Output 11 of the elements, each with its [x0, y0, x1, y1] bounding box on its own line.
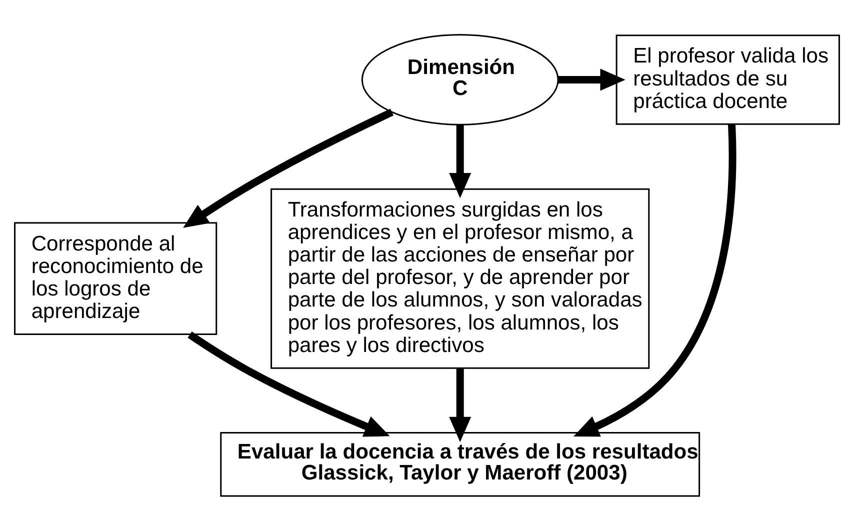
node-ellipse: Dimensión C — [361, 34, 559, 126]
arrow — [188, 332, 390, 437]
node-box: Corresponde al reconocimiento de los logros de aprendizaje — [14, 222, 218, 335]
arrow — [573, 124, 736, 437]
node-box: Transformaciones surgidas en los aprendices y en el profesor mismo, a partir de las acciones de enseñar por parte del profesor, y de aprender por parte de los alumnos, y son valoradas por los profesores, los alumnos, los pares y los directivos — [270, 188, 650, 369]
arrow — [183, 108, 394, 228]
arrow — [449, 124, 472, 198]
arrow — [558, 68, 626, 91]
node-box: Evaluar la docencia a través de los resultados Glassick, Taylor y Maeroff (2003) — [220, 432, 700, 497]
node-box: El profesor valida los resultados de su práctica docente — [616, 34, 840, 125]
arrow — [449, 368, 472, 442]
